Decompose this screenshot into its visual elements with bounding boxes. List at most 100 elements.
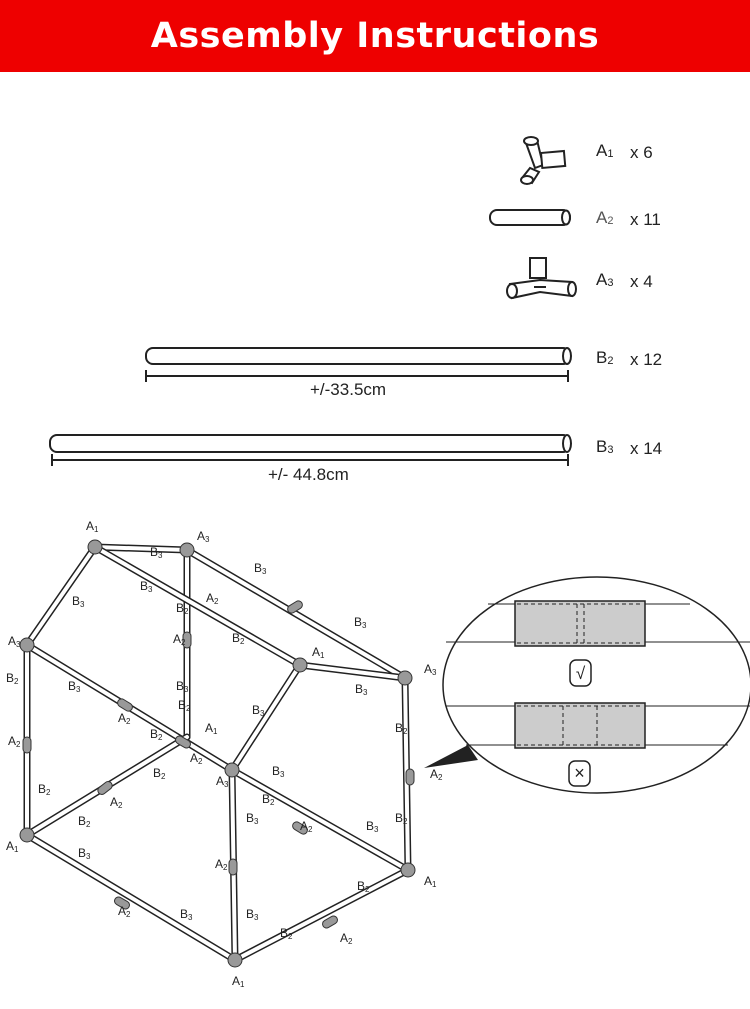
part-callout-label: B2 (38, 782, 51, 797)
tube (230, 768, 410, 872)
a2-connector (405, 768, 415, 786)
part-callout-label: B2 (150, 727, 163, 742)
corner-connector (87, 539, 103, 555)
part-a1-icon (520, 136, 567, 185)
part-callout-label: A1 (312, 645, 325, 660)
part-callout-label: B3 (254, 561, 267, 576)
page-title: Assembly Instructions (150, 16, 600, 56)
part-callout-label: A2 (215, 857, 228, 872)
part-callout-label: A2 (340, 931, 353, 946)
part-callout-label: B3 (246, 907, 259, 922)
part-a3-qty: x 4 (630, 272, 653, 291)
a2-connector (182, 631, 192, 649)
part-b2-qty: x 12 (630, 350, 663, 369)
detail-callout: √ × (424, 576, 750, 794)
part-callout-label: B2 (176, 601, 189, 616)
part-b2-length: +/-33.5cm (310, 380, 387, 399)
a2-connector (322, 915, 338, 929)
part-callout-label: B2 (178, 698, 191, 713)
part-callout-label: A2 (8, 734, 21, 749)
tube (298, 663, 407, 680)
part-callout-label: A1 (424, 874, 437, 889)
tube (233, 868, 410, 962)
part-callout-label: B3 (78, 846, 91, 861)
corner-connector (397, 670, 413, 686)
part-callout-label: A2 (300, 819, 313, 834)
corner-connector (292, 657, 308, 673)
header-banner: Assembly Instructions (0, 0, 750, 72)
part-a1-qty: x 6 (630, 143, 653, 162)
part-callout-label: B3 (68, 679, 81, 694)
corner-connector (179, 542, 195, 558)
part-callout-label: A2 (190, 751, 203, 766)
a2-connector (228, 858, 238, 876)
tube (93, 545, 302, 667)
part-a3-label: A3 (596, 270, 614, 289)
part-callout-label: B3 (150, 545, 163, 560)
part-callout-label: B3 (180, 907, 193, 922)
tube (25, 833, 237, 962)
part-callout-label: B3 (72, 594, 85, 609)
part-callout-label: A3 (216, 774, 229, 789)
part-callout-label: A3 (197, 529, 210, 544)
part-b3-icon (49, 434, 572, 466)
part-callout-label: A1 (232, 974, 245, 989)
part-callout-label: B2 (357, 879, 370, 894)
part-callout-label: B2 (395, 721, 408, 736)
part-a2-label: A2 (596, 208, 614, 227)
tube (93, 545, 189, 552)
tube (25, 545, 97, 647)
part-callout-label: B3 (366, 819, 379, 834)
part-callout-label: A2 (110, 795, 123, 810)
a2-connector (292, 821, 308, 835)
part-callout-label: A2 (118, 904, 131, 919)
a2-connector (114, 896, 130, 910)
part-a3-icon (506, 257, 577, 300)
corner-connector (19, 827, 35, 843)
part-b3-length: +/- 44.8cm (268, 465, 349, 484)
part-callout-label: B3 (354, 615, 367, 630)
part-callout-label: B2 (6, 671, 19, 686)
corner-connector (400, 862, 416, 878)
part-callout-label: B2 (262, 792, 275, 807)
a2-connector (97, 781, 113, 795)
part-a2-qty: x 11 (630, 210, 661, 229)
a2-connector (117, 698, 133, 712)
part-callout-label: A1 (6, 839, 19, 854)
part-a1-label: A1 (596, 141, 614, 160)
part-callout-label: B3 (355, 682, 368, 697)
callout-pointer (424, 745, 478, 768)
frame-structure (19, 539, 416, 968)
tube (230, 663, 302, 772)
cross-icon: × (574, 763, 585, 783)
a2-connector (287, 600, 303, 614)
tube (185, 548, 407, 680)
part-a2-icon (489, 209, 571, 226)
part-b2-icon (145, 347, 572, 382)
part-b3-qty: x 14 (630, 439, 663, 458)
part-callout-label: B3 (140, 579, 153, 594)
part-callout-label: B3 (272, 764, 285, 779)
part-callout-label: B2 (232, 631, 245, 646)
part-callout-label: B2 (280, 926, 293, 941)
corner-connector (224, 762, 240, 778)
corner-connector (19, 637, 35, 653)
part-callout-label: A3 (8, 634, 21, 649)
part-callout-label: A1 (86, 519, 99, 534)
part-b3-label: B3 (596, 437, 614, 456)
part-b2-label: B2 (596, 348, 614, 367)
incorrect-joint: × (446, 702, 750, 787)
part-callout-label: B2 (395, 811, 408, 826)
part-callout-label: B2 (153, 766, 166, 781)
part-callout-label: A2 (206, 591, 219, 606)
part-callout-label: B2 (78, 814, 91, 829)
a2-connector (22, 736, 32, 754)
correct-joint: √ (446, 600, 750, 687)
check-icon: √ (576, 664, 586, 683)
part-callout-label: A2 (430, 767, 443, 782)
part-callout-label: A1 (205, 721, 218, 736)
a2-connector (175, 735, 191, 749)
part-callout-label: A2 (173, 632, 186, 647)
